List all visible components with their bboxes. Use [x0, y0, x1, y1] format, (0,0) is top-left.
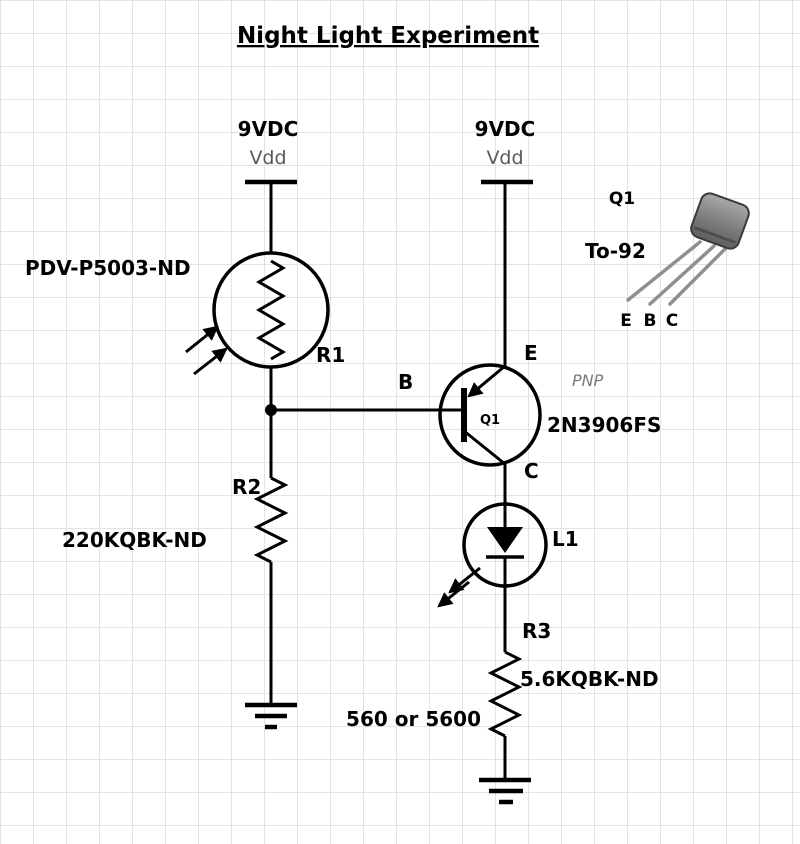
led-l1: L1 [437, 464, 579, 652]
package-body-edge [693, 226, 737, 245]
light-out-arrow-2 [437, 580, 470, 608]
r3-value-note: 560 or 5600 [346, 707, 481, 731]
transistor-body [438, 363, 542, 467]
page-title: Night Light Experiment [237, 23, 539, 49]
resistor-r2: R2 220KQBK-ND [62, 410, 289, 703]
package-ref-label: Q1 [609, 189, 635, 209]
r3-zigzag [487, 650, 523, 738]
right-supply: 9VDC Vdd [475, 117, 536, 367]
r3-part-label: 5.6KQBK-ND [520, 667, 659, 691]
resistor-r3: R3 5.6KQBK-ND 560 or 5600 [346, 619, 659, 778]
led-ref-label: L1 [552, 527, 579, 551]
package-pin-b-label: B [644, 311, 657, 331]
transistor-ref-label: Q1 [480, 413, 500, 428]
ground-right [479, 777, 531, 805]
photoresistor-r1: PDV-P5003-ND R1 [25, 251, 345, 410]
package-name-label: To-92 [585, 239, 646, 263]
package-body [690, 192, 750, 250]
photocell-part-label: PDV-P5003-ND [25, 256, 191, 280]
collector-label: C [524, 459, 539, 483]
light-out-arrow-1 [448, 566, 481, 594]
photoresistor-zigzag [256, 259, 286, 361]
light-in-arrow-2 [193, 347, 228, 376]
led-triangle [487, 527, 523, 553]
transistor-q1: B E C Q1 PNP 2N3906FS [271, 341, 661, 483]
package-lead-c [668, 245, 729, 306]
package-pin-c-label: C [666, 311, 678, 331]
package-lead-b [648, 244, 716, 306]
emitter-label: E [524, 341, 538, 365]
transistor-type-label: PNP [572, 371, 604, 390]
collector-line [463, 429, 506, 466]
r2-zigzag [253, 476, 289, 564]
right-supply-voltage-label: 9VDC [475, 117, 536, 141]
package-pin-e-label: E [620, 311, 632, 331]
left-supply: 9VDC Vdd [238, 117, 299, 254]
right-supply-vdd-label: Vdd [486, 147, 523, 169]
ground-left [245, 702, 297, 730]
light-in-arrow-1 [185, 325, 219, 354]
left-supply-voltage-label: 9VDC [238, 117, 299, 141]
emitter-line [467, 364, 506, 398]
base-label: B [398, 370, 413, 394]
r3-ref-label: R3 [522, 619, 551, 643]
to92-package: Q1 To-92 E B C [585, 189, 750, 331]
transistor-part-label: 2N3906FS [547, 413, 661, 437]
r2-ref-label: R2 [232, 475, 261, 499]
left-supply-vdd-label: Vdd [249, 147, 286, 169]
r2-part-label: 220KQBK-ND [62, 528, 207, 552]
package-lead-e [626, 240, 702, 302]
photoresistor-body [212, 251, 330, 369]
photocell-ref-label: R1 [316, 343, 345, 367]
